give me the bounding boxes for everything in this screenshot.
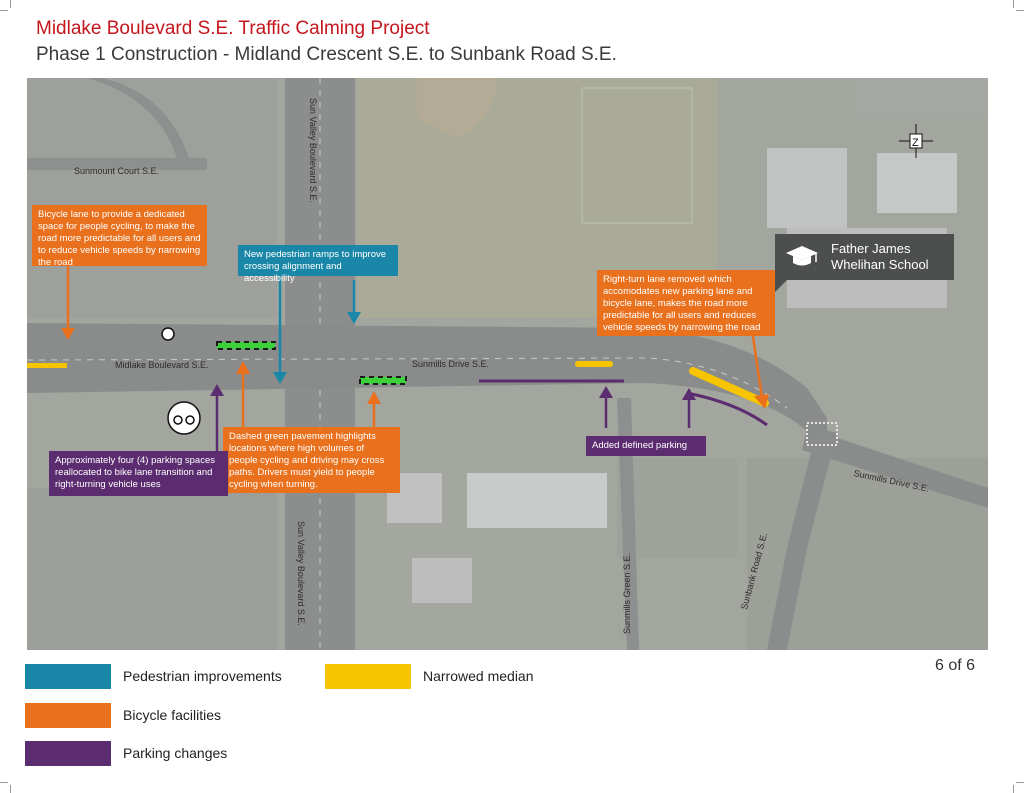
north-arrow-icon: Z [899, 124, 933, 158]
legend-swatch-median [325, 664, 411, 689]
school-name: Father James Whelihan School [831, 241, 929, 272]
school-label: Father James Whelihan School [775, 234, 954, 280]
street-label-sunmills-drive-west: Sunmills Drive S.E. [412, 359, 490, 369]
street-label-sun-valley-north: Sun Valley Boulevard S.E. [308, 98, 318, 203]
page-title: Midlake Boulevard S.E. Traffic Calming P… [36, 18, 430, 39]
street-label-sun-valley-south: Sun Valley Boulevard S.E. [296, 521, 306, 626]
legend-swatch-bicycle [25, 703, 111, 728]
crop-mark [10, 785, 11, 793]
legend-swatch-pedestrian [25, 664, 111, 689]
crop-mark [1016, 10, 1024, 11]
svg-text:Z: Z [912, 137, 919, 149]
legend-label-bicycle: Bicycle facilities [123, 707, 222, 723]
crop-mark [1016, 782, 1024, 783]
callout-pedestrian-ramps: New pedestrian ramps to improve crossing… [238, 245, 398, 284]
callout-dashed-green-pavement: Dashed green pavement highlights locatio… [223, 427, 400, 493]
crop-mark [1013, 785, 1014, 793]
street-label-midlake-blvd: Midlake Boulevard S.E. [115, 360, 209, 370]
callout-bike-lane: Bicycle lane to provide a dedicated spac… [32, 205, 207, 268]
crop-mark [0, 782, 8, 783]
street-label-sunmount-court: Sunmount Court S.E. [74, 166, 160, 176]
school-label-pointer [775, 280, 787, 292]
legend-label-median: Narrowed median [423, 668, 534, 684]
legend-label-pedestrian: Pedestrian improvements [123, 668, 282, 684]
legend-swatch-parking [25, 741, 111, 766]
map-graphics [27, 78, 988, 650]
crop-mark [1013, 0, 1014, 8]
street-label-sunmills-green: Sunmills Green S.E. [622, 552, 632, 634]
callout-parking-spaces: Approximately four (4) parking spaces re… [49, 451, 228, 496]
callout-right-turn-lane: Right-turn lane removed which accomodate… [597, 270, 775, 336]
crop-mark [10, 0, 11, 8]
aerial-map[interactable]: Z Sunmount Court S.E. Midlake Boulevard … [27, 78, 988, 650]
page-number: 6 of 6 [935, 657, 976, 674]
crop-mark [0, 10, 8, 11]
callout-added-parking: Added defined parking [586, 436, 706, 456]
page-subtitle: Phase 1 Construction - Midland Crescent … [36, 44, 617, 65]
legend-label-parking: Parking changes [123, 745, 228, 761]
